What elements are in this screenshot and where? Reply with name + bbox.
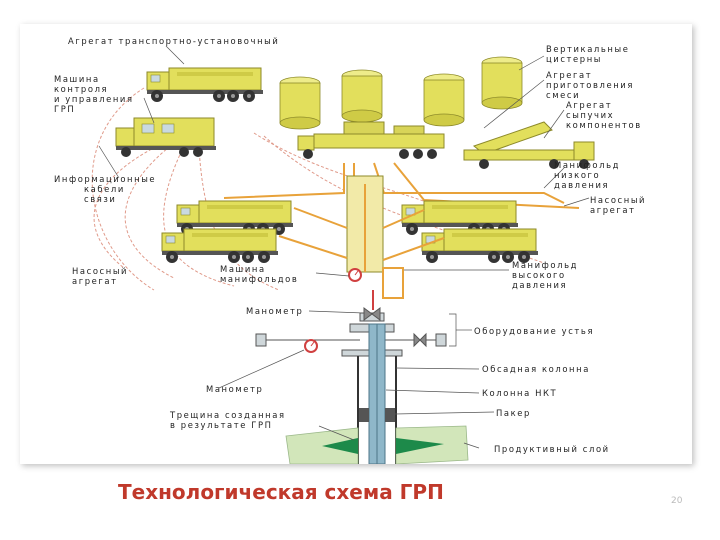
manometer-top-gauge <box>348 268 362 282</box>
control-machine-truck <box>115 117 216 157</box>
high-pressure-lines <box>278 207 445 261</box>
manifold-machine <box>346 175 404 299</box>
label-manometer-top: Манометр <box>246 306 303 316</box>
label-pump-unit-left-1: Насосный <box>72 266 128 276</box>
low-pressure-hoses <box>223 162 580 218</box>
label-productive-layer: Продуктивный слой <box>494 444 610 454</box>
label-bulk-unit-3: компонентов <box>566 120 642 130</box>
label-manifold-machine-2: манифольдов <box>220 274 298 284</box>
label-high-manifold-3: давления <box>512 280 567 290</box>
label-bulk-unit-2: сыпучих <box>566 110 614 120</box>
label-manometer-bottom: Манометр <box>206 384 263 394</box>
well-tubing <box>368 323 386 464</box>
bulk-components-truck <box>463 121 595 169</box>
label-pump-unit-right-2: агрегат <box>590 205 636 215</box>
label-wellhead-equipment: Оборудование устья <box>474 326 594 336</box>
page-number: 20 <box>671 496 683 506</box>
label-control-machine-3: и управления <box>54 94 134 104</box>
manometer-bottom-gauge <box>304 339 318 353</box>
packer <box>359 408 395 422</box>
leader-lines <box>98 45 590 449</box>
label-mix-unit-1: Агрегат <box>546 70 592 80</box>
vertical-tanks <box>279 56 523 130</box>
label-fracture-1: Трещина созданная <box>169 410 286 420</box>
label-transport-unit: Агрегат транспортно-установочный <box>68 36 279 46</box>
grp-scheme-diagram: Агрегат транспортно-установочный Машина … <box>54 36 646 464</box>
label-info-cables-1: Информационные <box>54 174 156 184</box>
label-bulk-unit-1: Агрегат <box>566 100 612 110</box>
fracture <box>322 438 444 454</box>
slide-caption: Технологическая схема ГРП <box>118 480 444 504</box>
label-vertical-tanks-1: Вертикальные <box>546 44 629 54</box>
label-casing: Обсадная колонна <box>482 364 590 374</box>
label-tubing: Колонна НКТ <box>482 388 557 398</box>
mixing-unit-truck <box>297 121 445 159</box>
label-mix-unit-2: приготовления <box>546 80 634 90</box>
label-manifold-machine-1: Машина <box>220 264 266 274</box>
label-pump-unit-left-2: агрегат <box>72 276 118 286</box>
label-high-manifold-1: Манифольд <box>512 260 578 270</box>
label-fracture-2: в результате ГРП <box>170 420 273 430</box>
label-packer: Пакер <box>496 408 531 418</box>
label-mix-unit-3: смеси <box>546 90 580 100</box>
label-info-cables-2: кабели <box>84 184 125 194</box>
label-info-cables-3: связи <box>84 194 116 204</box>
label-vertical-tanks-2: цистерны <box>546 54 602 64</box>
transport-unit-truck <box>146 67 264 103</box>
label-control-machine-2: контроля <box>54 84 108 94</box>
label-high-manifold-2: высокого <box>512 270 566 280</box>
label-pump-unit-right-1: Насосный <box>590 195 646 205</box>
label-low-manifold-1: Манифольд <box>554 160 620 170</box>
label-control-machine-4: ГРП <box>54 104 75 114</box>
label-control-machine-1: Машина <box>54 74 100 84</box>
label-low-manifold-3: давления <box>554 180 609 190</box>
label-low-manifold-2: низкого <box>554 170 600 180</box>
